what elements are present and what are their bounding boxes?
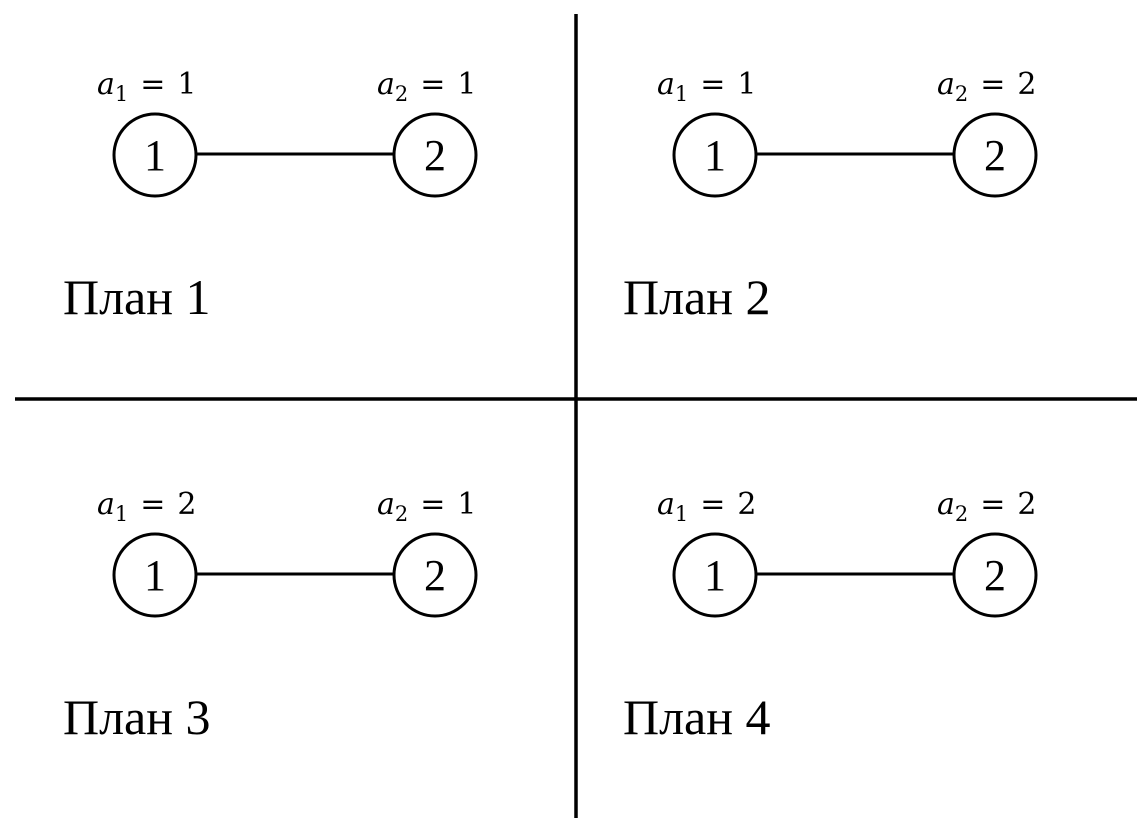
node-circle-1: [672, 112, 758, 198]
plan-title: План 2: [623, 269, 771, 325]
variable-value: 1: [737, 67, 756, 102]
node-label-1: 1: [144, 131, 166, 180]
weight-label-2: a2=2: [937, 67, 1037, 106]
plan-title: План 3: [63, 689, 211, 745]
variable-subscript: 2: [395, 502, 408, 526]
weight-label-1: a1 = 2: [657, 487, 757, 526]
equals-sign: =: [420, 487, 445, 522]
variable-name: a: [657, 67, 675, 102]
variable-subscript: 1: [675, 502, 688, 526]
variable-subscript: 1: [115, 502, 128, 526]
node-circle-2: [392, 112, 478, 198]
variable-name: a: [937, 67, 955, 102]
variable-value: 1: [457, 67, 476, 102]
node-label-1: 1: [704, 131, 726, 180]
weight-label-2: a2 = 1: [377, 67, 477, 106]
node-circle-1: [672, 532, 758, 618]
variable-name: a: [937, 487, 955, 522]
node-circle-1: [112, 112, 198, 198]
node-label-2: 2: [424, 131, 446, 180]
variable-name: a: [97, 487, 115, 522]
variable-name: a: [377, 487, 395, 522]
variable-subscript: 2: [955, 82, 968, 106]
node-circle-2: [952, 112, 1038, 198]
equals-sign: =: [140, 487, 165, 522]
equals-sign: =: [980, 487, 1005, 522]
node-circle-2: [952, 532, 1038, 618]
variable-name: a: [657, 487, 675, 522]
variable-value: 1: [177, 67, 196, 102]
plan-title: План 4: [623, 689, 771, 745]
variable-subscript: 2: [395, 82, 408, 106]
variable-subscript: 2: [955, 502, 968, 526]
weight-label-1: a1=1: [97, 67, 197, 106]
variable-subscript: 1: [675, 82, 688, 106]
node-label-1: 1: [144, 551, 166, 600]
weight-label-2: a2=2: [937, 487, 1037, 526]
weight-label-1: a1 = 2: [97, 487, 197, 526]
node-circle-2: [392, 532, 478, 618]
equals-sign: =: [980, 67, 1005, 102]
equals-sign: =: [700, 487, 725, 522]
node-label-2: 2: [424, 551, 446, 600]
variable-value: 2: [737, 487, 756, 522]
node-circle-1: [112, 532, 198, 618]
variable-value: 2: [1017, 67, 1036, 102]
variable-value: 2: [177, 487, 196, 522]
variable-name: a: [377, 67, 395, 102]
variable-subscript: 1: [115, 82, 128, 106]
node-label-2: 2: [984, 131, 1006, 180]
weight-label-1: a1=1: [657, 67, 757, 106]
equals-sign: =: [700, 67, 725, 102]
equals-sign: =: [140, 67, 165, 102]
plan-title: План 1: [63, 269, 211, 325]
node-label-2: 2: [984, 551, 1006, 600]
weight-label-2: a2 = 1: [377, 487, 477, 526]
node-label-1: 1: [704, 551, 726, 600]
equals-sign: =: [420, 67, 445, 102]
variable-value: 2: [1017, 487, 1036, 522]
variable-name: a: [97, 67, 115, 102]
variable-value: 1: [457, 487, 476, 522]
